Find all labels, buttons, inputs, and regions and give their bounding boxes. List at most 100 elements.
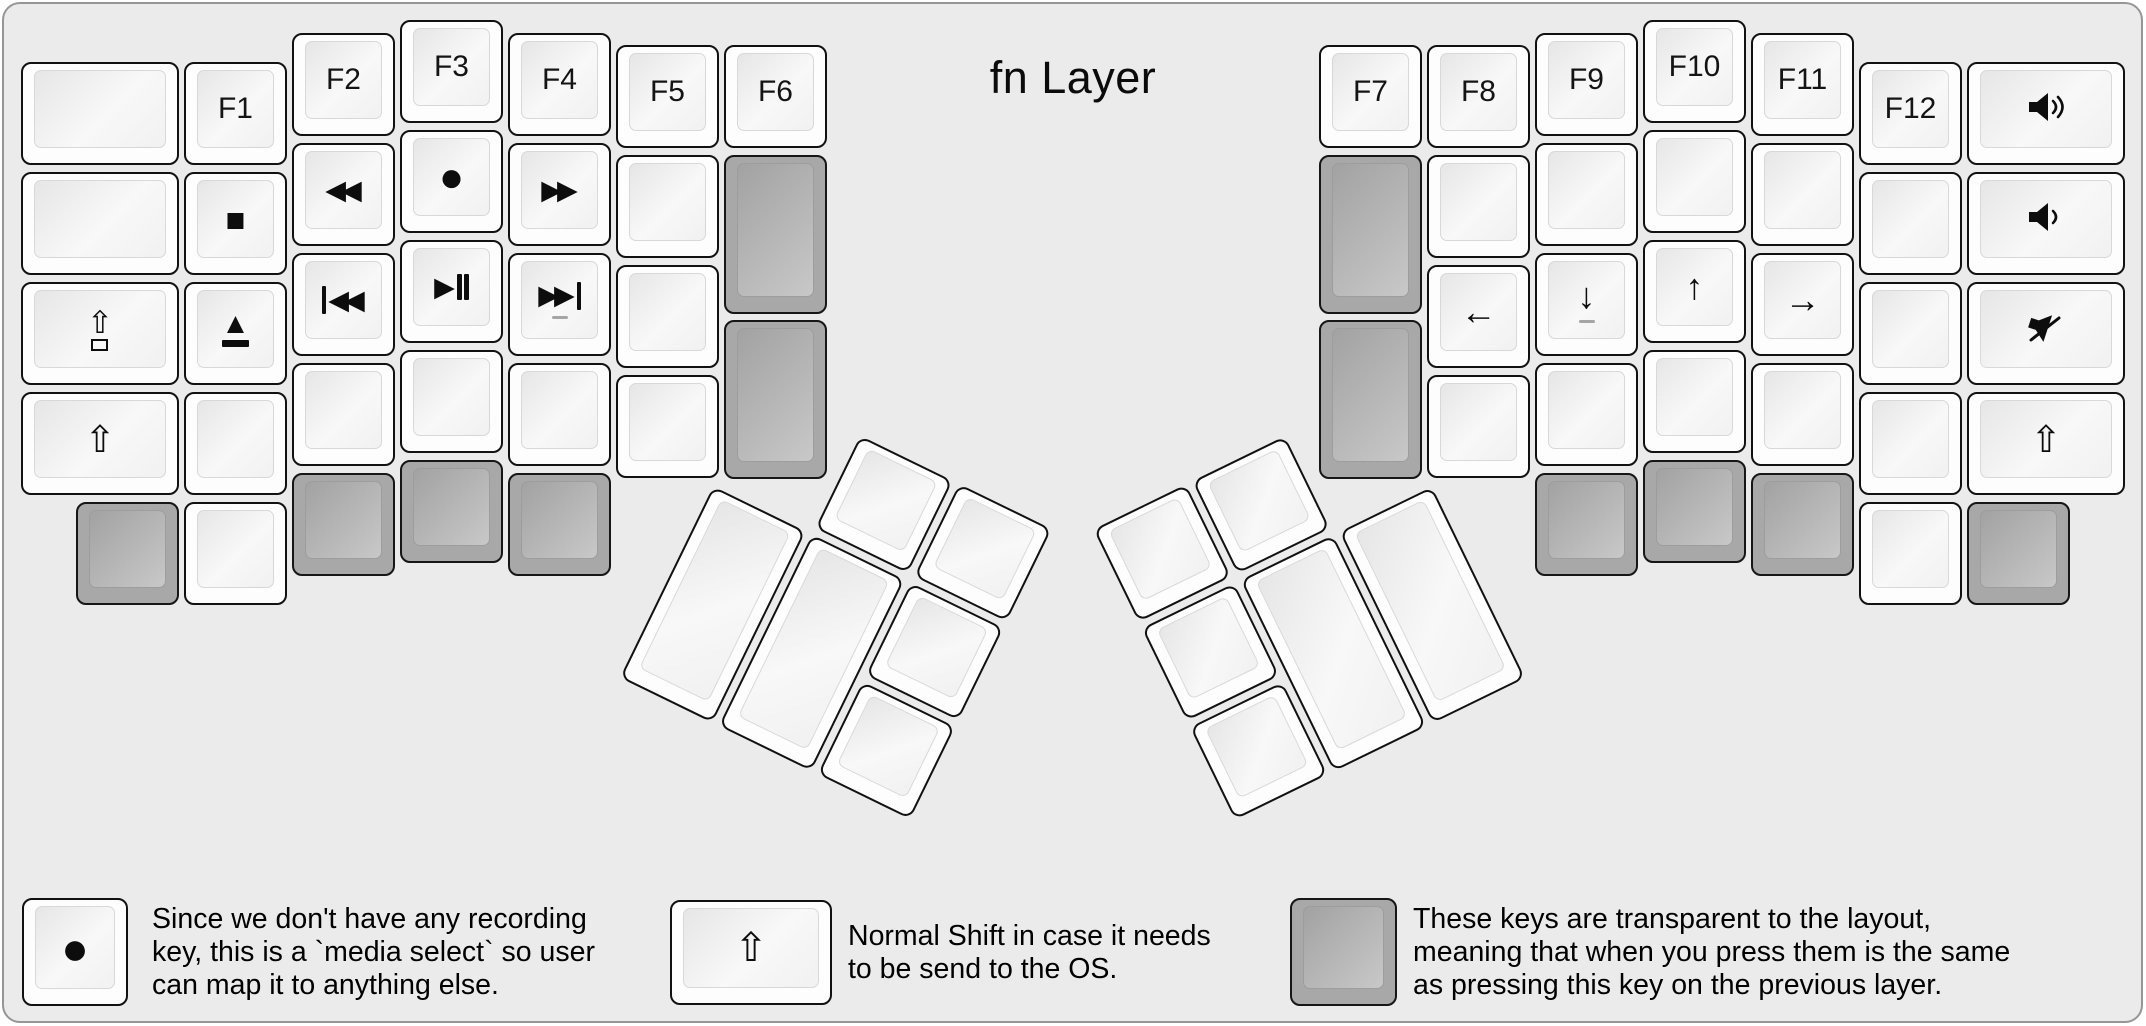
key-f3[interactable]: F3 bbox=[400, 20, 503, 123]
key-blank[interactable] bbox=[616, 155, 719, 258]
key-transparent[interactable] bbox=[1319, 320, 1422, 479]
arrow-down-icon: ↓ bbox=[1577, 274, 1596, 316]
key-f12[interactable]: F12 bbox=[1859, 62, 1962, 165]
key-f1[interactable]: F1 bbox=[184, 62, 287, 165]
arrow-left-icon: ← bbox=[1460, 291, 1497, 332]
key-blank[interactable] bbox=[21, 62, 179, 165]
key-next-track[interactable]: ▶▶ bbox=[508, 253, 611, 356]
key-label: F5 bbox=[649, 75, 685, 108]
keycap-top: ◀◀ bbox=[305, 151, 382, 229]
keycap-top bbox=[413, 358, 490, 436]
key-blank[interactable] bbox=[184, 392, 287, 495]
key-blank[interactable] bbox=[21, 172, 179, 275]
legend-note-line: These keys are transparent to the layout… bbox=[1413, 903, 1932, 935]
keycap-top bbox=[629, 383, 706, 461]
key-blank[interactable] bbox=[1535, 143, 1638, 246]
key-stop[interactable]: ■ bbox=[184, 172, 287, 275]
key-shift-lock[interactable]: ⇧ bbox=[21, 282, 179, 385]
keycap-top: ↓ bbox=[1548, 261, 1625, 339]
key-blank[interactable] bbox=[1859, 502, 1962, 605]
key-transparent[interactable] bbox=[76, 502, 179, 605]
key-play-pause[interactable]: ▶ bbox=[400, 240, 503, 343]
key-blank[interactable] bbox=[1535, 363, 1638, 466]
key-blank[interactable] bbox=[1751, 143, 1854, 246]
key-prev-track[interactable]: ◀◀ bbox=[292, 253, 395, 356]
key-blank[interactable] bbox=[1643, 350, 1746, 453]
key-rewind[interactable]: ◀◀ bbox=[292, 143, 395, 246]
keycap-top bbox=[1548, 371, 1625, 449]
key-transparent[interactable] bbox=[508, 473, 611, 576]
key-transparent[interactable] bbox=[1967, 502, 2070, 605]
keycap-top: ⇧ bbox=[683, 908, 819, 988]
key-transparent[interactable] bbox=[724, 155, 827, 314]
keycap-top bbox=[1872, 400, 1949, 478]
key-eject[interactable]: ▲ bbox=[184, 282, 287, 385]
key-f9[interactable]: F9 bbox=[1535, 33, 1638, 136]
key-f6[interactable]: F6 bbox=[724, 45, 827, 148]
key-transparent[interactable] bbox=[1751, 473, 1854, 576]
keycap-top: F4 bbox=[521, 41, 598, 119]
key-volume-down[interactable] bbox=[1967, 172, 2125, 275]
key-blank[interactable] bbox=[1859, 282, 1962, 385]
key-fast-forward[interactable]: ▶▶ bbox=[508, 143, 611, 246]
keycap-top: F10 bbox=[1656, 28, 1733, 106]
key-transparent[interactable] bbox=[1319, 155, 1422, 314]
key-label: F3 bbox=[433, 50, 469, 83]
keycap-top: F1 bbox=[197, 70, 274, 148]
keycap-top: → bbox=[1764, 261, 1841, 339]
keycap-top: ● bbox=[413, 138, 490, 216]
keycap-top: ■ bbox=[197, 180, 274, 258]
key-arrow-up[interactable]: ↑ bbox=[1643, 240, 1746, 343]
key-mute[interactable] bbox=[1967, 282, 2125, 385]
keycap-top bbox=[521, 371, 598, 449]
key-shift[interactable]: ⇧ bbox=[21, 392, 179, 495]
key-blank[interactable] bbox=[184, 502, 287, 605]
key-shift[interactable]: ⇧ bbox=[1967, 392, 2125, 495]
key-f10[interactable]: F10 bbox=[1643, 20, 1746, 123]
key-blank[interactable] bbox=[1859, 172, 1962, 275]
key-blank[interactable] bbox=[1427, 155, 1530, 258]
legend-note-text: These keys are transparent to the layout… bbox=[1413, 903, 2010, 1002]
key-label: F7 bbox=[1352, 75, 1388, 108]
keycap-top bbox=[1980, 510, 2057, 588]
key-transparent[interactable] bbox=[400, 460, 503, 563]
key-blank[interactable] bbox=[616, 265, 719, 368]
keycap-top: ▶▶ bbox=[521, 261, 598, 339]
key-f4[interactable]: F4 bbox=[508, 33, 611, 136]
key-blank[interactable] bbox=[1751, 363, 1854, 466]
key-transparent[interactable] bbox=[724, 320, 827, 479]
key-transparent[interactable] bbox=[292, 473, 395, 576]
keycap-top bbox=[836, 694, 941, 799]
key-arrow-down[interactable]: ↓ bbox=[1535, 253, 1638, 356]
keycap-top: ↑ bbox=[1656, 248, 1733, 326]
rewind-icon: ◀◀ bbox=[325, 174, 362, 205]
key-blank[interactable] bbox=[292, 363, 395, 466]
eject-icon: ▲ bbox=[221, 309, 250, 348]
key-blank[interactable] bbox=[1643, 130, 1746, 233]
key-blank[interactable] bbox=[1427, 375, 1530, 478]
key-label: F8 bbox=[1460, 75, 1496, 108]
key-blank[interactable] bbox=[1859, 392, 1962, 495]
key-transparent[interactable] bbox=[1643, 460, 1746, 563]
shift-key-legend-icon: ⇧ bbox=[670, 900, 832, 1005]
key-record[interactable]: ● bbox=[400, 130, 503, 233]
shift-lock-icon: ⇧ bbox=[87, 307, 113, 351]
volume-down-icon bbox=[2023, 200, 2069, 239]
key-blank[interactable] bbox=[616, 375, 719, 478]
keycap-top: F2 bbox=[305, 41, 382, 119]
key-f5[interactable]: F5 bbox=[616, 45, 719, 148]
key-arrow-left[interactable]: ← bbox=[1427, 265, 1530, 368]
keycap-top bbox=[34, 180, 166, 258]
keycap-top bbox=[305, 481, 382, 559]
keycap-top bbox=[521, 481, 598, 559]
key-f2[interactable]: F2 bbox=[292, 33, 395, 136]
key-blank[interactable] bbox=[508, 363, 611, 466]
key-blank[interactable] bbox=[400, 350, 503, 453]
key-f7[interactable]: F7 bbox=[1319, 45, 1422, 148]
key-f8[interactable]: F8 bbox=[1427, 45, 1530, 148]
key-arrow-right[interactable]: → bbox=[1751, 253, 1854, 356]
key-transparent[interactable] bbox=[1535, 473, 1638, 576]
key-f11[interactable]: F11 bbox=[1751, 33, 1854, 136]
keycap-top: ▶▶ bbox=[521, 151, 598, 229]
key-volume-up[interactable] bbox=[1967, 62, 2125, 165]
